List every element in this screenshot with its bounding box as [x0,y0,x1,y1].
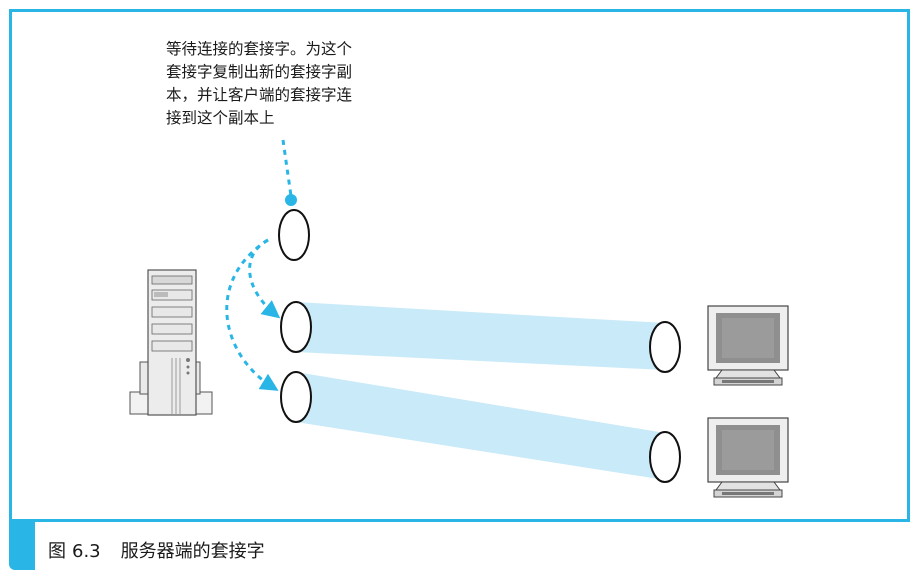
annotation-line: 等待连接的套接字。为这个 [166,40,353,58]
caption-accent-bar [9,522,35,570]
figure-caption: 图 6.3 服务器端的套接字 [48,537,265,563]
server-socket-copy-1-icon [280,301,312,353]
client-computer-icon [707,417,789,498]
copy-arrow-1 [248,238,281,319]
client-socket-1-icon [649,321,681,373]
annotation-line: 接到这个副本上 [166,109,275,127]
annotation-line: 本，并让客户端的套接字连 [166,86,353,104]
annotation-line: 套接字复制出新的套接字副 [166,63,353,81]
client-socket-2-icon [649,431,681,483]
caption-title: 服务器端的套接字 [120,541,265,562]
annotation-pointer-line [281,139,293,197]
listening-socket-annotation: 等待连接的套接字。为这个 套接字复制出新的套接字副 本，并让客户端的套接字连 接… [166,38,406,130]
connection-tube-1 [296,302,665,370]
server-icon [129,269,213,416]
caption-number: 6.3 [72,541,101,562]
client-computer-icon [707,305,789,386]
dot-marker-icon [285,194,297,206]
server-socket-copy-2-icon [280,371,312,423]
caption-prefix: 图 [48,541,66,562]
listening-socket-icon [278,209,310,261]
copy-arrow-2 [225,238,279,391]
connection-tube-2 [296,372,665,480]
